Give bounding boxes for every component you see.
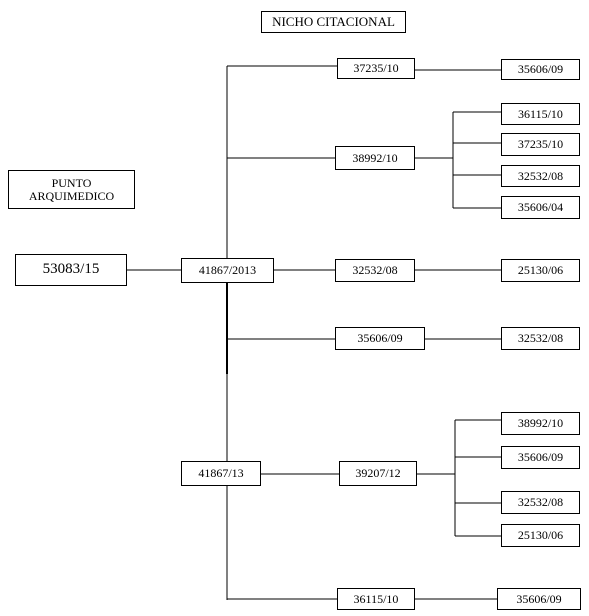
child-node-2-4: 35606/04 — [501, 196, 580, 219]
root-node: 53083/15 — [15, 254, 127, 286]
child-node-2-1: 36115/10 — [501, 103, 580, 125]
branch-node-2: 38992/10 — [335, 146, 415, 170]
child-node-6-1: 35606/09 — [497, 588, 581, 610]
child-node-1-1: 35606/09 — [501, 59, 580, 80]
child-node-3-1: 25130/06 — [501, 259, 580, 282]
child-node-5-4: 25130/06 — [501, 524, 580, 547]
branch-node-1: 37235/10 — [337, 58, 415, 79]
hub-node-bottom: 41867/13 — [181, 461, 261, 486]
nicho-citacional-title: NICHO CITACIONAL — [261, 11, 406, 33]
branch-node-6: 36115/10 — [337, 588, 415, 610]
child-node-2-3: 32532/08 — [501, 165, 580, 187]
child-node-5-1: 38992/10 — [501, 412, 580, 435]
child-node-5-3: 32532/08 — [501, 491, 580, 514]
child-node-4-1: 32532/08 — [501, 327, 580, 350]
child-node-2-2: 37235/10 — [501, 133, 580, 156]
child-node-5-2: 35606/09 — [501, 446, 580, 469]
punto-arquimedico-label: PUNTO ARQUIMEDICO — [8, 170, 135, 209]
branch-node-4: 35606/09 — [335, 327, 425, 350]
branch-node-3: 32532/08 — [335, 259, 415, 282]
hub-node-top: 41867/2013 — [181, 258, 274, 283]
branch-node-5: 39207/12 — [339, 461, 417, 486]
